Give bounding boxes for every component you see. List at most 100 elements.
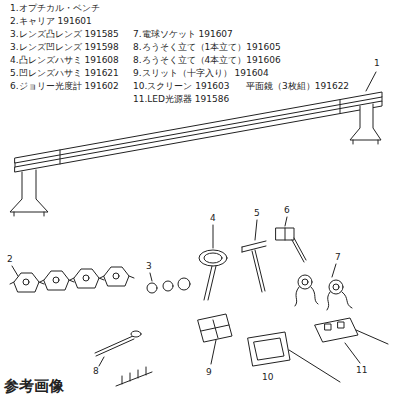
part-list-item: 5.凹レンズハサミ 191621 [10,68,119,78]
convex-lens-holder [199,250,227,266]
lens [147,278,190,293]
slit-plate [198,314,232,364]
carrier [100,267,134,286]
optical-bench [14,212,44,216]
convex-lens-holder [199,250,227,300]
part-list-item: 4.凸レンズハサミ 191608 [10,55,119,65]
candle-holder [122,367,146,384]
led-light-source [338,322,344,328]
lens [178,278,190,290]
part-list-item: 3.レンズ凹レンズ 191598 [10,42,119,52]
optical-bench [10,92,382,216]
callout-number: 5 [254,208,260,218]
callout-number: 1 [374,58,380,68]
part-list-item: 8.ろうそく立て（4本立て）191606 [133,55,281,65]
optical-bench [15,101,382,172]
concave-lens-holder [242,241,266,252]
candle-holder [96,339,134,356]
carrier [74,269,99,288]
bulb-socket [327,292,352,310]
leader-line [213,225,214,248]
callout-number: 2 [7,254,13,264]
part-list-item: 9.スリット（十字入り） 191604 [133,68,269,78]
bulb-socket [333,284,339,290]
optical-bench [340,100,341,113]
photometer [285,228,286,240]
slit-plate [201,320,229,338]
carrier [83,275,89,281]
part-list-item: 3.レンズ凸レンズ 191585 [10,29,119,39]
photometer [292,240,304,262]
carrier [113,273,119,279]
part-list-item: 1.オプチカル・ベンチ [10,3,100,13]
slit-plate [211,340,216,364]
leader-line [285,217,287,226]
carrier [100,276,134,278]
carrier [10,273,44,292]
led-light-source [315,318,388,344]
carrier [44,271,69,290]
convex-lens-holder [208,266,216,300]
leader-line [366,72,376,91]
leader-line [255,220,257,240]
candle-holder [116,372,152,386]
part-list-item: 10.スクリーン 191603 [133,81,230,91]
part-list-item: 11.LED光源器 191586 [133,94,229,104]
candle-holder [131,331,141,337]
carrier [70,269,104,288]
part-list-item: 平面鏡（3枚組）191622 [246,81,349,91]
caption: 参考画像 [4,378,64,395]
convex-lens-holder [204,266,212,300]
slit-plate [198,314,232,342]
optical-bench [60,150,61,164]
part-list-item: 7.電球ソケット 191607 [133,29,233,39]
callout-number: 10 [262,372,273,382]
callout-number: 9 [206,367,212,377]
carrier [70,278,104,280]
candle-holder [95,336,133,353]
bulb-socket [329,280,343,294]
candle-holder [95,331,152,386]
optical-bench [350,104,381,140]
leader-line [99,357,104,366]
carrier [53,277,59,283]
callout-number: 7 [335,252,341,262]
carrier [23,279,29,285]
part-list-item: 8.ろうそく立て（1本立て）191605 [133,42,281,52]
led-light-source [325,324,331,330]
photometer [276,228,294,240]
optical-bench [382,97,383,101]
lens [163,281,173,291]
optical-bench [10,170,48,212]
bulb-socket [298,275,312,289]
screen [248,332,290,366]
screen [289,350,340,382]
leader-line [332,264,336,277]
leader-line [150,273,152,281]
callout-number: 3 [146,261,152,271]
photometer [276,228,306,262]
carrier [10,267,134,292]
callout-number: 8 [93,366,99,376]
carrier [104,267,129,286]
photometer [294,238,306,260]
optical-bench [15,163,16,167]
bulb-socket [302,279,308,285]
part-list-item: 6.ジョリー光度計 191602 [10,81,119,91]
leader-line [345,343,360,363]
led-light-source [356,330,388,344]
concave-lens-holder [242,241,266,292]
convex-lens-holder [204,253,222,263]
led-light-source [315,318,358,342]
bulb-socket [295,287,318,306]
callout-number: 4 [210,213,216,223]
callout-number: 6 [284,205,290,215]
bulb-socket [295,275,352,310]
lens [147,283,157,293]
carrier [40,271,74,290]
optical-bench [15,92,382,163]
optical-bench [353,140,378,144]
callout-number: 11 [356,365,367,375]
